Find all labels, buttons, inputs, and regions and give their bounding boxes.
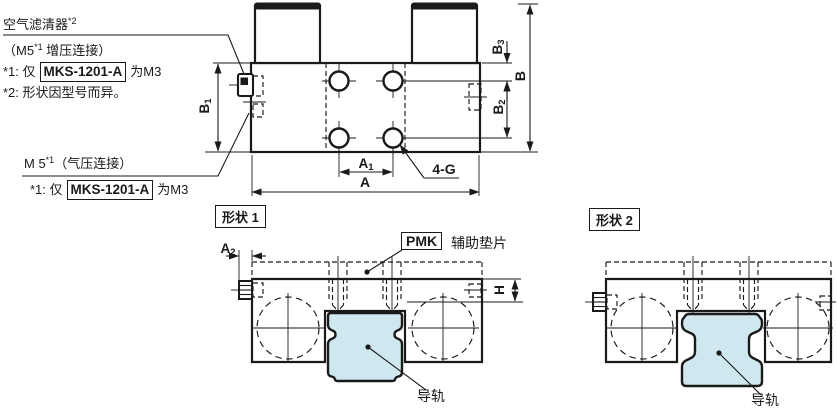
shape1-body	[250, 277, 484, 364]
note-boost-connection: （M5*1 增压连接）	[3, 42, 112, 58]
filter-block-left	[253, 4, 322, 65]
shape2-title: 形状 2	[589, 208, 640, 231]
note-remark2: *2: 形状因型号而异。	[3, 85, 127, 100]
shape1-screw-holes	[328, 256, 402, 316]
dim-line-B1	[213, 62, 250, 152]
leader-rail2	[718, 352, 762, 396]
shape1-bores	[253, 293, 479, 363]
leader-pmk	[366, 249, 403, 273]
dim-line-A2	[226, 250, 266, 281]
air-fitting-left	[229, 72, 266, 118]
shape2-bores	[607, 293, 833, 363]
leader-pneumatic	[22, 112, 250, 177]
note-pneumatic: M 5*1（气压连接）	[24, 155, 133, 171]
dim-label-B3: B3	[490, 39, 507, 55]
rail-profile-shape1	[326, 311, 404, 383]
rail-label-shape2: 导轨	[751, 392, 779, 408]
filter-block-right	[410, 4, 479, 65]
dim-line-A	[251, 155, 480, 196]
body-outline	[249, 61, 482, 154]
dim-label-B1: B1	[197, 98, 214, 114]
dim-label-A2: A2	[220, 241, 236, 258]
model-badge: MKS-1201-A	[39, 62, 127, 82]
dim-label-A1: A1	[358, 156, 374, 173]
pmk-description: 辅助垫片	[451, 235, 507, 251]
shape2-screw-holes	[683, 256, 759, 316]
leader-rail1	[367, 346, 427, 391]
shape2-body	[604, 277, 833, 364]
dim-label-H: H	[492, 285, 507, 295]
rail-profile-shape2	[680, 312, 764, 388]
shape1-port-right	[407, 278, 523, 303]
shape2-fitting-left	[585, 292, 618, 312]
model-badge: MKS-1201-A	[66, 180, 154, 200]
dim-line-A1	[338, 148, 394, 177]
shape2-port-right	[815, 295, 836, 311]
filter-cap-left	[254, 2, 321, 10]
shape1-section	[226, 249, 523, 391]
dim-label-B: B	[512, 70, 528, 82]
note-air-filter: 空气滤清器*2	[3, 16, 77, 32]
callout-4G-leader	[399, 144, 459, 179]
callout-4G: 4-G	[432, 161, 456, 177]
rail-label-shape1: 导轨	[417, 388, 445, 404]
shape1-title: 形状 1	[215, 205, 266, 228]
dim-label-A: A	[359, 174, 371, 190]
top-view	[3, 2, 538, 196]
shape1-fitting-left	[231, 280, 264, 300]
dim-label-B2: B2	[491, 99, 508, 115]
shape2-section	[585, 256, 836, 396]
leader-air-filter	[3, 34, 245, 75]
filter-cap-right	[411, 2, 478, 10]
air-fitting-right-hidden	[464, 83, 487, 111]
pmk-badge: PMK	[401, 232, 443, 250]
dim-line-B	[518, 3, 538, 152]
